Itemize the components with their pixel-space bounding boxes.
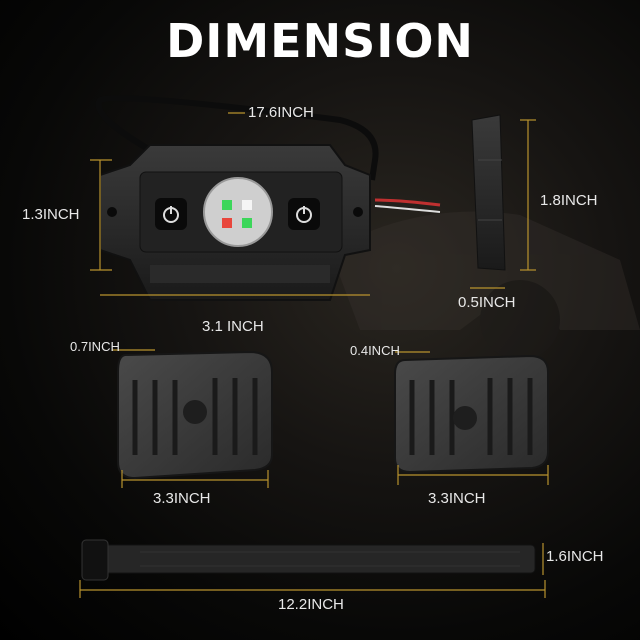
rock-light-pod — [99, 144, 371, 301]
strap-length-label: 12.2INCH — [278, 596, 344, 613]
strap-width-label: 1.6INCH — [546, 548, 604, 565]
bracket1-width-label: 3.3INCH — [153, 490, 211, 507]
power-button-icon-right — [288, 198, 320, 230]
led-lens — [203, 177, 273, 247]
side-depth-label: 0.5INCH — [458, 294, 516, 311]
cable — [95, 95, 379, 181]
side-height-label: 1.8INCH — [540, 192, 598, 209]
cable-length-label: 17.6INCH — [248, 104, 314, 121]
dimension-lines — [79, 112, 549, 598]
page-title: DIMENSION — [166, 14, 474, 68]
mounting-bracket-thick — [117, 350, 273, 480]
pod-width-label: 3.1 INCH — [202, 318, 264, 335]
velcro-strap — [81, 539, 536, 581]
power-button-icon-left — [155, 198, 187, 230]
bracket2-width-label: 3.3INCH — [428, 490, 486, 507]
background-vehicle — [330, 211, 640, 360]
pod-height-label: 1.3INCH — [22, 206, 80, 223]
mounting-bracket-thin — [394, 354, 549, 474]
pod-side-view — [471, 114, 506, 271]
bracket1-thickness-label: 0.7INCH — [70, 339, 120, 354]
bracket2-thickness-label: 0.4INCH — [350, 343, 400, 358]
